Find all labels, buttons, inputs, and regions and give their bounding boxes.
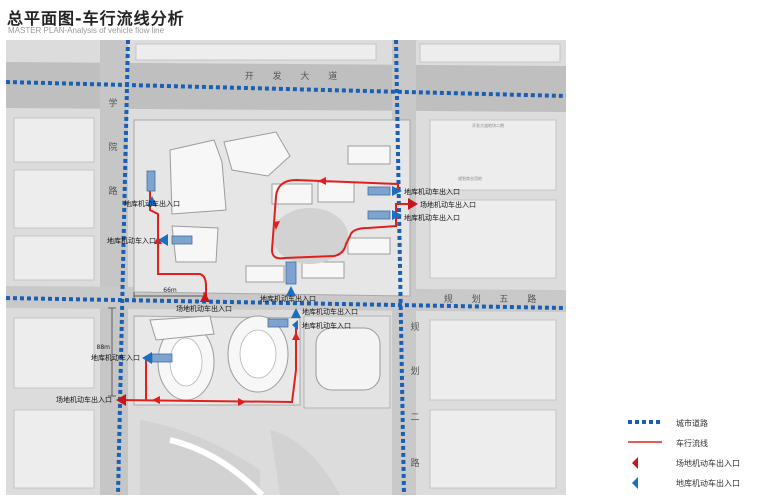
vehicle-route-swatch xyxy=(628,441,662,443)
sports-field xyxy=(315,327,381,391)
context-buildings xyxy=(13,43,561,489)
label-site-mid: 场地机动车出入口 xyxy=(176,304,232,313)
legend-label-vehicle-route: 车行流线 xyxy=(676,439,708,448)
city-road-swatch xyxy=(628,420,662,424)
landscape-areas xyxy=(140,208,348,495)
kaifa-road-label: 开 发 大 道 xyxy=(245,70,346,82)
label-garage-center: 地库机动车出入口 xyxy=(260,294,316,303)
legend-label-site-entrance: 场地机动车出入口 xyxy=(676,459,740,468)
xueyuan-road-band xyxy=(100,40,128,495)
page-title: 总平面图-车行流线分析 xyxy=(7,9,185,28)
river xyxy=(169,437,265,498)
building-courtyards xyxy=(169,329,277,387)
label-garage-south-1: 地库机动车出入口 xyxy=(302,307,358,316)
xueyuan-road-label-3: 路 xyxy=(108,185,117,197)
label-site-sw: 场地机动车出入口 xyxy=(56,395,112,404)
site-entrance-swatch xyxy=(632,457,638,469)
label-garage-east-2: 地库机动车出入口 xyxy=(404,213,460,222)
guihua-er-road-label-1: 规 xyxy=(410,322,419,333)
label-garage-sw: 地库机动车入口 xyxy=(91,353,140,362)
city-roads xyxy=(5,39,567,496)
guihua-er-road-label-3: 二 xyxy=(410,413,419,423)
garage-entrance-markers xyxy=(142,186,402,364)
legend-item-city-road: 城市道路 xyxy=(626,415,756,435)
legend-item-garage-entrance: 地库机动车出入口 xyxy=(626,475,756,495)
guihua-er-road-label-2: 划 xyxy=(410,365,419,377)
dimension-88m-label: 88m xyxy=(97,344,111,351)
xueyuan-road-label-2: 院 xyxy=(108,141,117,153)
dimension-88m xyxy=(108,307,116,397)
entrance-labels: 地库机动车出入口 地库机动车入口 场地机动车出入口 地库机动车出入口 地库机动车… xyxy=(56,187,476,404)
label-garage-south-2: 地库机动车入口 xyxy=(302,321,351,330)
context-label-2: 规划商业用地 xyxy=(458,175,482,181)
label-site-east: 场地机动车出入口 xyxy=(420,200,476,209)
legend-item-site-entrance: 场地机动车出入口 xyxy=(626,455,756,475)
legend: 城市道路 车行流线 场地机动车出入口 地库机动车出入口 xyxy=(626,415,756,495)
page-subtitle: MASTER PLAN-Analysis of vehicle flow lin… xyxy=(8,26,165,35)
guihua-er-road-label-4: 路 xyxy=(410,457,419,469)
guihua-wu-road-label: 规 划 五 路 xyxy=(444,293,545,305)
garage-entrance-swatch xyxy=(632,477,638,489)
xueyuan-road-label-1: 学 xyxy=(108,97,117,109)
label-garage-east-1: 地库机动车出入口 xyxy=(404,187,460,196)
legend-label-city-road: 城市道路 xyxy=(676,419,708,428)
site-entrance-markers xyxy=(116,198,418,406)
dimension-66m-label: 66m xyxy=(163,287,177,294)
context-label-1: 开发大道地块二期 xyxy=(472,122,504,128)
legend-item-vehicle-route: 车行流线 xyxy=(626,435,756,455)
garage-ramps xyxy=(146,170,391,363)
legend-label-garage-entrance: 地库机动车出入口 xyxy=(676,479,740,488)
label-garage-nw-1: 地库机动车出入口 xyxy=(124,199,180,208)
label-garage-nw-2: 地库机动车入口 xyxy=(107,236,156,245)
